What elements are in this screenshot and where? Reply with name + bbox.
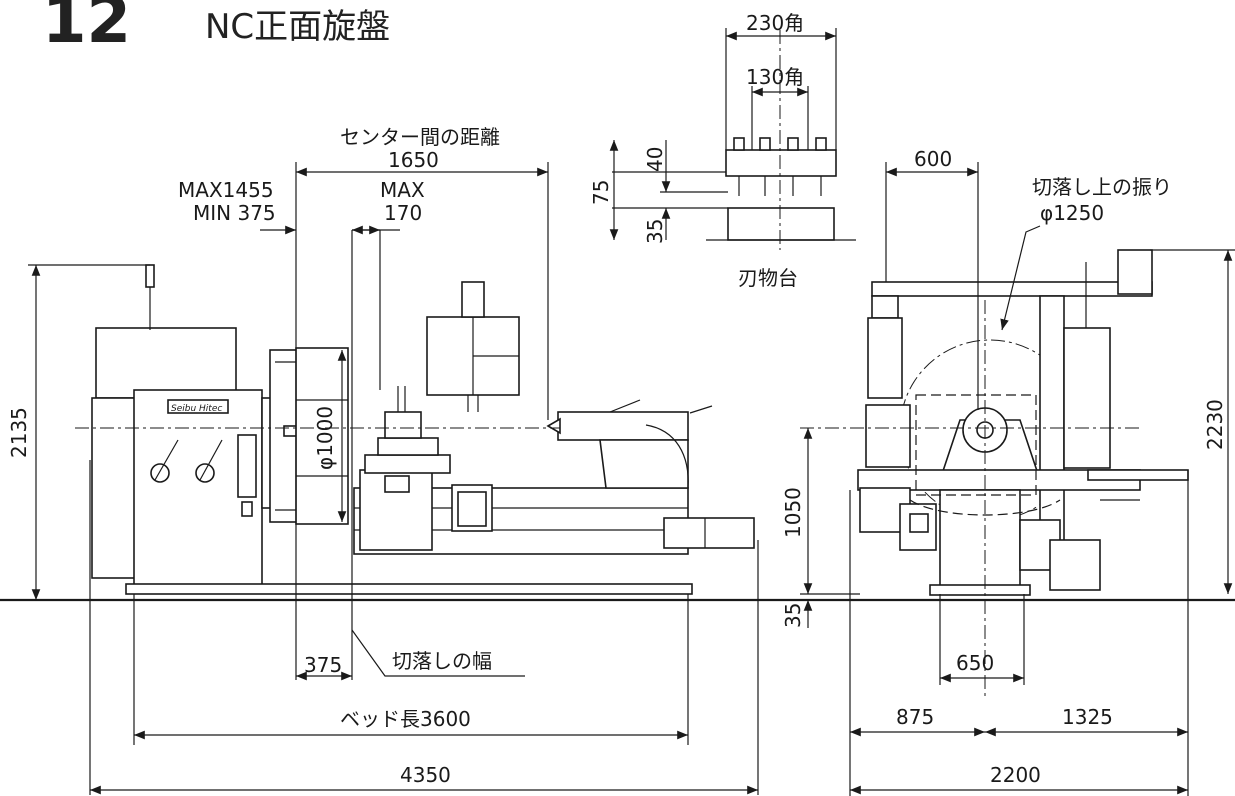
bed-base [125,583,693,595]
tool-post-front [384,411,422,439]
tool-post-dim-75: 75 [589,180,613,205]
side-column-left [867,317,903,399]
height-2230: 2230 [1203,399,1227,450]
front-height: 2135 [7,407,31,458]
tool-post-dim-35: 35 [643,219,667,244]
chuck-diameter: φ1000 [313,406,337,470]
right-1325: 1325 [1062,705,1113,729]
control-panel [237,434,257,498]
swing-value: φ1250 [1040,201,1104,225]
headstock-top-cabinet [95,327,237,399]
tool-post-dim-40: 40 [643,147,667,172]
overall-2200: 2200 [990,763,1041,787]
inner-square: 130角 [746,65,804,89]
cross-max-value: 170 [384,201,422,225]
brand-plate-text: Seibu Hitec [171,404,222,414]
side-view-dimensions: 600 切落し上の振り φ1250 1050 35 650 875 1325 2… [781,147,1235,796]
title-block: 12 NC正面旋盤 [42,0,390,58]
overall-length: 4350 [400,763,451,787]
tailstock-quill [557,411,689,441]
gear-lever-right [195,463,215,483]
saddle-range-min: MIN 375 [193,201,276,225]
front-view-dimensions: センター間の距離 1650 MAX1455 MIN 375 MAX 170 φ1… [7,125,759,795]
bed-length: ベッド長3600 [340,707,471,731]
center-height: 1050 [781,487,805,538]
feed-motor [663,517,755,549]
gear-lever-left [150,463,170,483]
tool-post-head [725,149,837,177]
swing-label: 切落し上の振り [1032,175,1172,199]
width-650: 650 [956,651,994,675]
left-875: 875 [896,705,934,729]
side-view [800,249,1190,700]
saddle-range-max: MAX1455 [178,178,274,202]
title-number: 12 [42,0,131,58]
brand-plate [167,399,229,414]
base-35: 35 [781,603,805,628]
base-body [939,489,1021,591]
tailstock-body [599,439,689,489]
center-distance-label: センター間の距離 [340,125,500,149]
gap-width-value: 375 [304,653,342,677]
title-text: NC正面旋盤 [205,7,390,47]
offset-600: 600 [914,147,952,171]
outer-square: 230角 [746,11,804,35]
tool-post-side [865,404,911,468]
tool-post-detail: 230角 130角 75 40 35 刃物台 [589,11,856,290]
headstock-left-panel [91,397,138,579]
tool-post-base [727,207,835,241]
gap-width-label: 切落しの幅 [392,649,492,673]
front-view: Seibu Hitec [75,264,755,595]
center-distance-value: 1650 [388,148,439,172]
cross-max-label: MAX [380,178,425,202]
tool-post-label: 刃物台 [738,266,798,290]
